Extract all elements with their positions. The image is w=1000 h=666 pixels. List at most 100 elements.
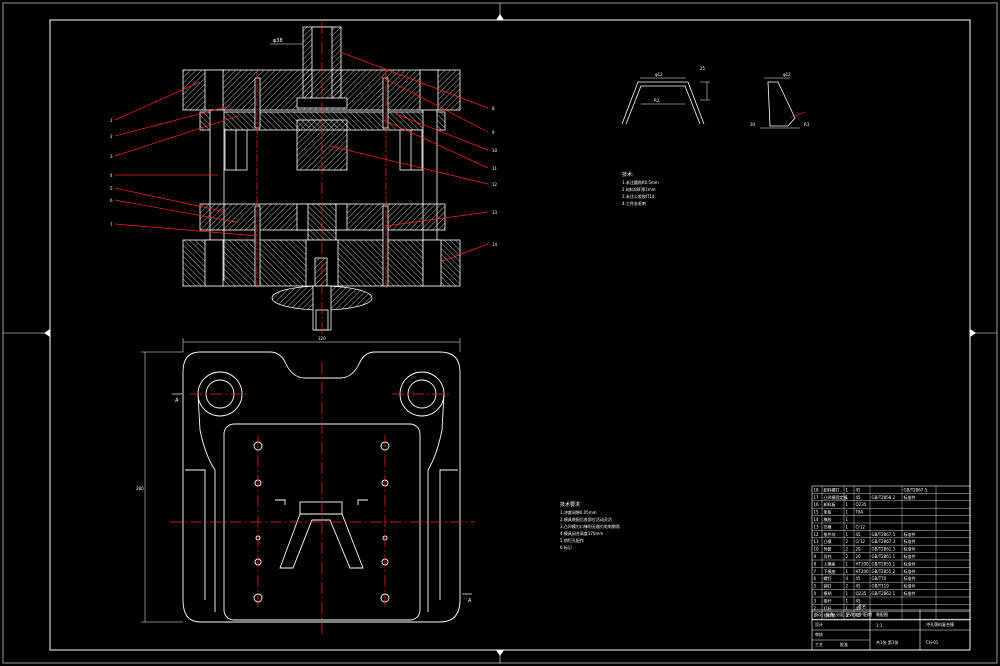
bom-cell: 销钉 (824, 583, 832, 589)
title-block-row-label-3: 更改文件号 (846, 611, 866, 617)
section-centerlines (256, 22, 387, 335)
detail-drawing (760, 77, 800, 129)
bom-cell: 导套 (824, 546, 832, 552)
bom-cell: 1 (846, 510, 849, 515)
leader-lines (114, 51, 489, 263)
bom-cell: 3 (814, 598, 817, 603)
svg-text:2: 2 (110, 134, 113, 139)
bom-cell: 推杆 (824, 597, 832, 603)
technical-notes: 技术要求 1.冲裁间隙0.05mm 2.模具装配后各部位活动灵活 3.凸凹模刃口… (560, 501, 620, 550)
bom-cell: 17 (814, 495, 820, 500)
svg-text:10: 10 (492, 148, 498, 153)
bom-cell: 1 (846, 495, 849, 500)
part-notes: 技术: 1.未注圆角R0.5mm 2.材料08F厚1mm 3.未注公差按IT14… (622, 171, 659, 206)
svg-text:4: 4 (110, 173, 113, 178)
svg-text:5.销钉孔配作: 5.销钉孔配作 (560, 537, 584, 543)
bom-cell: 45 (856, 613, 862, 618)
svg-text:14: 14 (492, 242, 498, 247)
die-cavity (299, 501, 343, 515)
svg-text:9: 9 (492, 130, 495, 135)
bom-cell: 1 (846, 524, 849, 529)
title-block-row-label-2: 分区 (836, 611, 844, 617)
svg-text:13: 13 (492, 210, 498, 215)
bom-cell: 模柄 (824, 590, 832, 596)
bom-cell: T8A (855, 510, 864, 515)
bom-cell: 凸模 (824, 538, 832, 544)
title-block (811, 609, 971, 651)
bom-cell: 1 (846, 613, 849, 618)
detail-dim-side2: R3 (804, 122, 810, 127)
bom-cell: 5 (814, 584, 817, 589)
title-block-row-label-0: 标记 (815, 611, 823, 617)
bom-cell: 1 (846, 598, 849, 603)
bom-cell: 9 (814, 554, 817, 559)
title-block-name: 冲孔落料复合模 (926, 621, 954, 627)
bom-cell: GB/T2867.3 (872, 539, 896, 544)
bom-cell: GB/T70 (872, 576, 887, 581)
bom-cell: 标准件 (904, 590, 916, 596)
bom-cell: 上模座 (824, 560, 836, 566)
bom-cell: GB/T2861.1 (872, 554, 896, 559)
bom-cell: Q235 (856, 591, 867, 596)
section-marker-a-left: A (175, 398, 179, 404)
balloon-labels: 1 2 3 4 5 6 7 8 9 10 11 12 13 14 (110, 106, 498, 247)
bom-cell: GB/T2858.2 (872, 495, 896, 500)
bom-cell: 1 (846, 591, 849, 596)
bom-cell: Cr12 (856, 539, 866, 544)
bom-cell: 11 (814, 539, 820, 544)
bom-cell: GB/T2862.1 (872, 591, 896, 596)
svg-text:1.未注圆角R0.5mm: 1.未注圆角R0.5mm (622, 179, 659, 185)
bom-cell: 2 (846, 539, 849, 544)
title-block-row-label-5: 日期 (864, 611, 872, 617)
detail-dim-top: φ12 (783, 72, 791, 77)
detail-dim-side1: 30 (750, 122, 756, 127)
part-dim-height: 25 (700, 66, 706, 71)
bom-cell: GB/T2855.1 (872, 561, 896, 566)
bom-cell: 标准件 (904, 553, 916, 559)
bom-cell: 7 (814, 569, 817, 574)
bom-cell: 4 (814, 591, 817, 596)
bom-cell: GB/T2861.3 (872, 547, 896, 552)
bom-cell: 20 (856, 554, 862, 559)
bom-cell: 45 (856, 606, 862, 611)
bom-cell: 1 (846, 569, 849, 574)
bom-cell: 推件块 (824, 531, 836, 537)
bom-cell: 45 (856, 598, 862, 603)
bom-cell: 18 (814, 487, 820, 492)
svg-text:3.未注公差按IT14: 3.未注公差按IT14 (622, 193, 655, 199)
bom-cell: 2 (846, 547, 849, 552)
bom-cell: 2 (846, 584, 849, 589)
section-marker-a-right: A (468, 598, 472, 604)
part-dim-top: φ12 (655, 72, 663, 77)
title-block-role-2: 工艺 (815, 642, 823, 647)
part-dim-bottom: R2 (654, 98, 660, 103)
svg-text:2.模具装配后各部位活动灵活: 2.模具装配后各部位活动灵活 (560, 516, 612, 522)
bom-cell: 45 (856, 584, 862, 589)
bom-cell: Cr12 (856, 524, 866, 529)
bom-cell: 1 (846, 606, 849, 611)
bom-cell: 2 (814, 606, 817, 611)
title-block-drawing-no: CH-01 (926, 640, 939, 645)
title-block-label: 装配图 (876, 611, 888, 617)
bom-cell: 45 (856, 495, 862, 500)
svg-text:6.标记: 6.标记 (560, 544, 572, 550)
bom-cell: 10 (814, 547, 820, 552)
bom-cell: 45 (856, 532, 862, 537)
svg-text:12: 12 (492, 182, 498, 187)
bom-cell: 橡胶 (824, 516, 832, 522)
title-block-role-0: 设计 (815, 621, 823, 627)
bom-cell: 20 (856, 547, 862, 552)
bom-cell: 垫板 (824, 509, 832, 515)
bom-cell: 标准件 (904, 538, 916, 544)
bom-cell: 标准件 (904, 583, 916, 589)
bom-cell: 2 (846, 554, 849, 559)
bom-cell: 1 (846, 502, 849, 507)
svg-text:2.材料08F厚1mm: 2.材料08F厚1mm (622, 186, 656, 192)
bom-cell: GB/T2867.5 (872, 532, 896, 537)
svg-text:6: 6 (110, 198, 113, 203)
plan-view (182, 351, 461, 623)
bom-cell: 标准件 (904, 494, 916, 500)
bom-cell: 13 (814, 524, 820, 529)
